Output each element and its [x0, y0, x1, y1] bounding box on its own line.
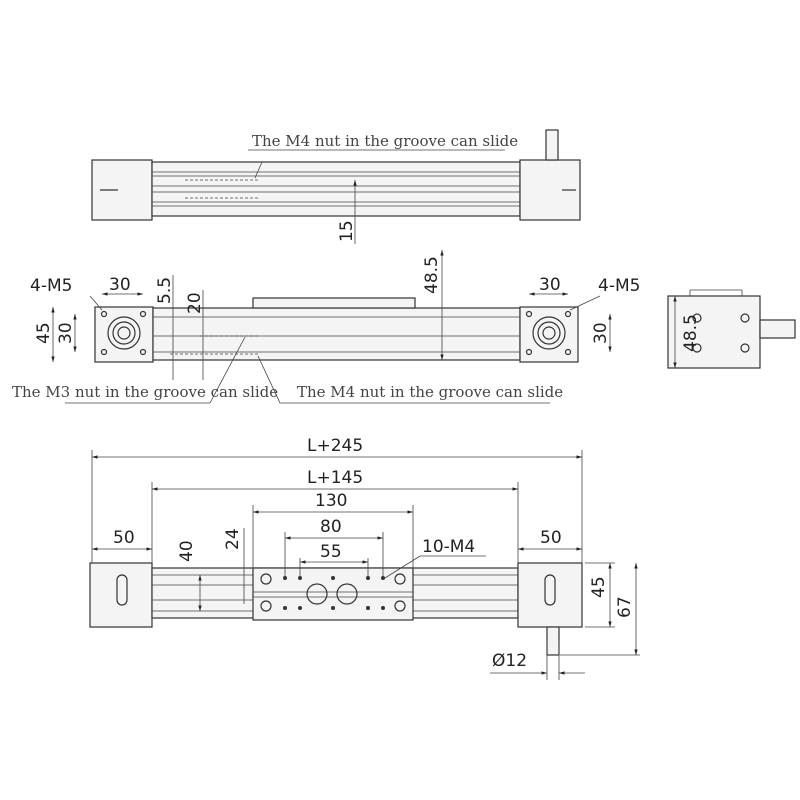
- dim-67: 67: [615, 596, 635, 618]
- note-m4-nut-top: The M4 nut in the groove can slide: [252, 132, 518, 150]
- end-shaft: [759, 319, 796, 339]
- bottom-shaft: [546, 626, 560, 656]
- dim-80: 80: [320, 517, 342, 537]
- dim-50-right: 50: [540, 528, 562, 548]
- dim-130: 130: [315, 491, 347, 511]
- dim-45-left: 45: [34, 322, 54, 344]
- top-view: The M4 nut in the groove can slide 15: [91, 129, 581, 244]
- end-plate: [667, 295, 761, 369]
- carriage-side: [252, 297, 416, 309]
- dim-48-5-end: 48.5: [681, 314, 701, 352]
- note-m3-nut: The M3 nut in the groove can slide: [12, 383, 278, 401]
- label-4-m5-left: 4-M5: [30, 276, 72, 296]
- dim-30-right: 30: [539, 275, 561, 295]
- dim-45-bottom: 45: [589, 576, 609, 598]
- rail: [151, 161, 521, 217]
- dim-50-left: 50: [113, 528, 135, 548]
- end-view: 48.5: [667, 289, 796, 369]
- dim-20: 20: [185, 292, 205, 314]
- bottom-view: L+245 L+145 130 80 55 50 50 10-M4 40 24 …: [89, 436, 640, 680]
- note-m4-nut-side: The M4 nut in the groove can slide: [297, 383, 563, 401]
- label-4-m5-right: 4-M5: [598, 276, 640, 296]
- dim-30-left-vertical: 30: [56, 322, 76, 344]
- dim-l-145: L+145: [307, 468, 363, 488]
- dim-l-245: L+245: [307, 436, 363, 456]
- dim-30-left: 30: [109, 275, 131, 295]
- dim-diameter-12: Ø12: [492, 651, 527, 671]
- dim-15: 15: [337, 220, 357, 242]
- label-10-m4: 10-M4: [422, 537, 475, 557]
- dim-30-right-vertical: 30: [591, 322, 611, 344]
- dim-40: 40: [177, 540, 197, 562]
- dim-5-5: 5.5: [155, 277, 175, 304]
- bottom-left-block: [89, 562, 153, 628]
- dim-24: 24: [223, 528, 243, 550]
- shaft: [545, 129, 559, 161]
- bottom-right-block: [517, 562, 583, 628]
- side-view: 4-M5 30 45 30 5.5 20 48.5 30 4-M5 30 The…: [12, 250, 640, 404]
- dim-48-5: 48.5: [422, 256, 442, 294]
- dim-55: 55: [320, 542, 342, 562]
